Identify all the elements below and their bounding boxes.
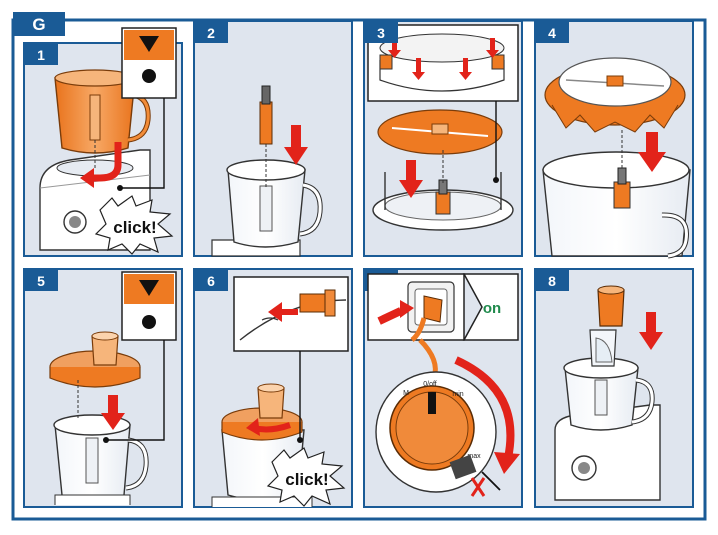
click-label: click! [113, 218, 156, 237]
food-pusher [597, 289, 625, 327]
step-badge [535, 21, 569, 43]
lower-arrow [399, 180, 423, 198]
rotate-arrow [246, 418, 260, 436]
on-indicator [462, 273, 519, 341]
step-number: 4 [548, 25, 556, 41]
step-number: 6 [207, 273, 215, 289]
step-badge [535, 269, 569, 291]
insert-arrow [284, 147, 308, 165]
section-tab [13, 12, 65, 36]
panel-8: 8 [534, 268, 694, 508]
step-badge [364, 21, 398, 43]
panel-1: 1 click! [23, 27, 183, 257]
plug [423, 295, 443, 323]
step-number: 8 [548, 273, 556, 289]
click-burst [266, 447, 346, 507]
step-number: 3 [377, 25, 385, 41]
latch-arrow [268, 302, 282, 322]
dial-max-label: max [467, 453, 481, 460]
insert-arrow [400, 300, 414, 318]
panel-2: 2 [193, 20, 353, 257]
panel-6: 6 click! [193, 268, 353, 508]
panel-5: 5 [23, 268, 183, 508]
click-burst [94, 195, 174, 255]
step-number: 1 [37, 47, 45, 63]
dial-off-label: 0/off [423, 381, 437, 388]
rotate-arrow [80, 168, 94, 188]
step-badge [24, 43, 58, 65]
panel-7: 7 on 0/off M min max [363, 268, 523, 508]
dial-min-label: min [452, 391, 463, 398]
push-arrow [639, 332, 663, 350]
panel-4: 4 [534, 20, 694, 259]
insert-arrow [638, 152, 666, 172]
step-badge [194, 21, 228, 43]
click-label: click! [285, 470, 328, 489]
on-label: on [483, 300, 501, 317]
drive-shaft [259, 101, 273, 145]
panel-3: 3 [363, 20, 523, 257]
step-badge [194, 269, 228, 291]
dial-m-label: M [403, 390, 409, 397]
cross-mark [470, 477, 486, 497]
turn-arrow [494, 452, 520, 474]
close-arrow [101, 413, 125, 430]
step-badge [24, 269, 58, 291]
step-number: 5 [37, 273, 45, 289]
step-number: 2 [207, 25, 215, 41]
section-letter: G [32, 15, 45, 34]
